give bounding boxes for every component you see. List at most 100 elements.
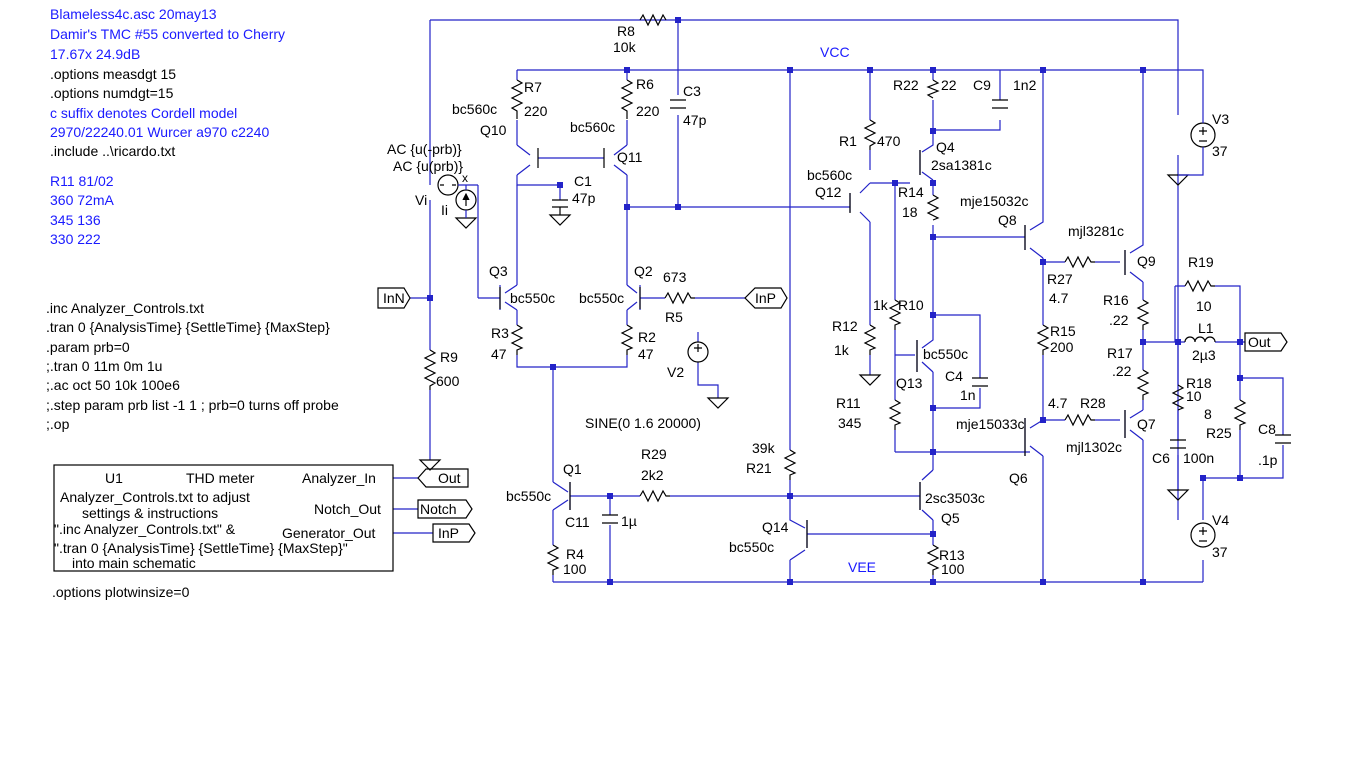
resistor-r12: [863, 324, 877, 355]
resistor-r27: [1064, 255, 1095, 269]
resistor-r21: [783, 449, 797, 480]
note-line: .options measdgt 15: [50, 66, 176, 82]
plotwinsize-directive: .options plotwinsize=0: [52, 584, 190, 600]
label-r13-val: 100: [941, 561, 965, 577]
label-q7-model: mjl1302c: [1066, 439, 1122, 455]
resistor-r29: [639, 489, 670, 503]
bias-line: 345 136: [50, 212, 101, 228]
label-r6-ref: R6: [636, 76, 654, 92]
label-r13-ref: R13: [939, 547, 965, 563]
label-r29-val: 2k2: [641, 467, 664, 483]
label-r10-val: 1k: [873, 297, 889, 313]
probe-vi: Vi: [415, 192, 427, 208]
u1-body-line: settings & instructions: [82, 505, 218, 521]
ground-v2: [706, 397, 730, 409]
label-r15-ref: R15: [1050, 323, 1076, 339]
label-q6-ref: Q6: [1009, 470, 1028, 486]
u1-body-line: ".tran 0 {AnalysisTime} {SettleTime} {Ma…: [54, 540, 348, 556]
label-r18-ref: R18: [1186, 375, 1212, 391]
label-r2-ref: R2: [638, 329, 656, 345]
label-r28-val: 4.7: [1048, 395, 1068, 411]
label-r9-ref: R9: [440, 349, 458, 365]
u1-name: U1: [105, 470, 123, 486]
note-line: .include ..\ricardo.txt: [50, 143, 175, 159]
directive-line: .tran 0 {AnalysisTime} {SettleTime} {Max…: [46, 319, 330, 335]
ground-r12: [858, 374, 882, 386]
u1-pin-notch-out: Notch_Out: [314, 501, 381, 517]
capacitor-c9: [992, 99, 1008, 109]
label-l1-val: 2µ3: [1192, 347, 1216, 363]
label-r17-ref: R17: [1107, 345, 1133, 361]
label-c8-ref: C8: [1258, 421, 1276, 437]
probe-x: x: [462, 171, 468, 185]
resistor-r17: [1136, 369, 1150, 400]
directive-line: .param prb=0: [46, 339, 130, 355]
note-line: c suffix denotes Cordell model: [50, 105, 237, 121]
label-c8-val: .1p: [1258, 452, 1278, 468]
label-r14-ref: R14: [898, 184, 924, 200]
label-r27-val: 4.7: [1049, 290, 1069, 306]
label-r2-val: 47: [638, 346, 654, 362]
resistor-r11: [888, 399, 902, 430]
ports: InN InP Out Out Notch InP: [377, 287, 1288, 543]
label-r7-val: 220: [524, 103, 548, 119]
resistor-r7: [510, 79, 524, 119]
label-q10-model: bc560c: [452, 101, 497, 117]
note-line: Damir's TMC #55 converted to Cherry: [50, 26, 285, 42]
label-q7-ref: Q7: [1137, 416, 1156, 432]
label-r6-val: 220: [636, 103, 660, 119]
label-r28-ref: R28: [1080, 395, 1106, 411]
label-q2-ref: Q2: [634, 263, 653, 279]
label-r19-val: 10: [1196, 298, 1212, 314]
port-out-main: Out: [1248, 334, 1271, 350]
label-r21-val: 39k: [752, 440, 776, 456]
label-r25-ref: R25: [1206, 425, 1232, 441]
resistor-r16: [1136, 299, 1150, 330]
label-r4-ref: R4: [566, 546, 584, 562]
inductor-l1: [1184, 336, 1216, 343]
label-r10-ref: R10: [898, 297, 924, 313]
u1-body-line: into main schematic: [72, 555, 196, 571]
resistor-r13: [926, 544, 940, 575]
rail-vee-label: VEE: [848, 559, 876, 575]
directive-line: ;.step param prb list -1 1 ; prb=0 turns…: [46, 397, 339, 413]
label-c9-ref: C9: [973, 77, 991, 93]
label-r29-ref: R29: [641, 446, 667, 462]
label-r18-val: 10: [1186, 388, 1202, 404]
u1-pin-analyzer-in: Analyzer_In: [302, 470, 376, 486]
label-v3-val: 37: [1212, 143, 1228, 159]
label-q2-model: bc550c: [579, 290, 624, 306]
resistor-r22: [926, 79, 940, 99]
label-v4-ref: V4: [1212, 512, 1229, 528]
capacitor-c3: [670, 99, 686, 109]
label-q5-model: 2sc3503c: [925, 490, 985, 506]
resistor-r9: [423, 349, 437, 390]
label-r25-val: 8: [1204, 406, 1212, 422]
label-r12-ref: R12: [832, 318, 858, 334]
label-c4-ref: C4: [945, 368, 963, 384]
bias-line: R11 81/02: [50, 173, 114, 189]
resistor-r14: [926, 194, 940, 221]
ground-c1: [548, 214, 572, 226]
component-labels: R8 10k R7 220 R6 220 C3 47p bc560c Q10 b…: [436, 23, 1278, 577]
label-r9-val: 600: [436, 373, 460, 389]
junctions: [427, 17, 1243, 585]
label-r5-ref: R5: [665, 309, 683, 325]
label-v3-ref: V3: [1212, 111, 1229, 127]
probe-ii: Ii: [441, 202, 448, 218]
label-v2-val: SINE(0 1.6 20000): [585, 415, 701, 431]
label-q3-model: bc550c: [510, 290, 555, 306]
ground-probe: [454, 217, 478, 229]
label-r7-ref: R7: [524, 79, 542, 95]
label-q9-ref: Q9: [1137, 253, 1156, 269]
label-q4-ref: Q4: [936, 139, 955, 155]
probe-ac-neg: AC {u(-prb)}: [387, 141, 462, 157]
label-q13-ref: Q13: [896, 375, 923, 391]
resistor-r6: [620, 79, 634, 119]
label-q10-ref: Q10: [480, 122, 507, 138]
label-c11-val: 1µ: [621, 513, 637, 529]
notes-bias: R11 81/02 360 72mA 345 136 330 222: [50, 173, 114, 247]
label-r11-ref: R11: [836, 395, 861, 411]
label-r21-ref: R21: [746, 460, 772, 476]
